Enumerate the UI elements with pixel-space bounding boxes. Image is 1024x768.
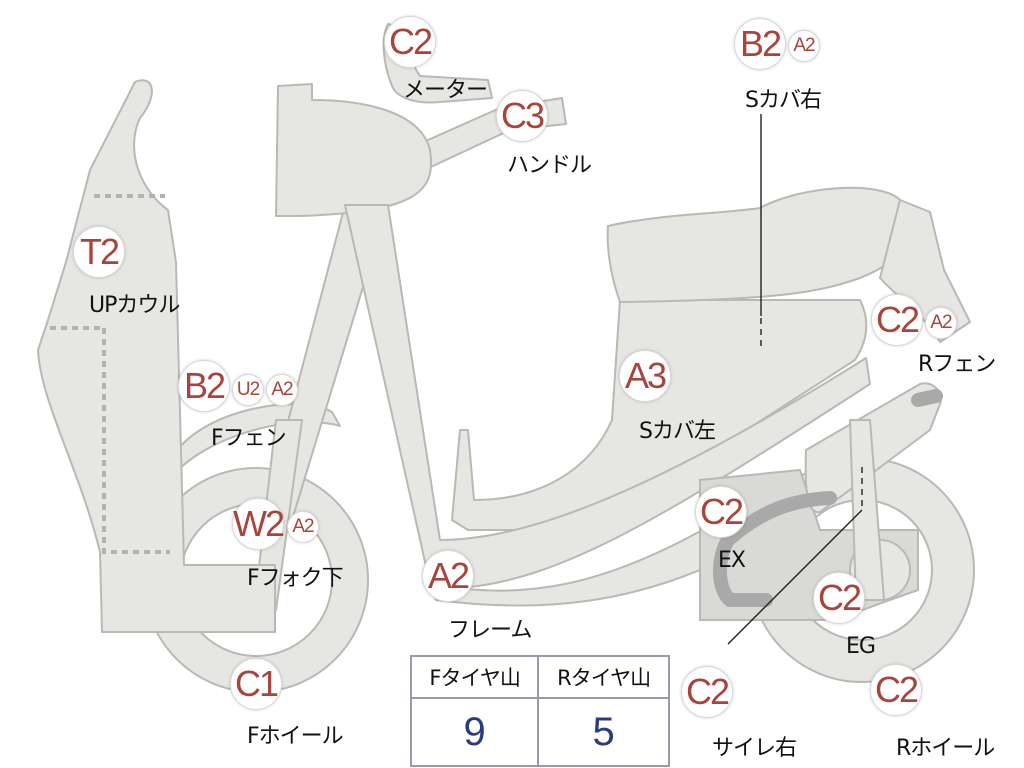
leader-muffler — [727, 509, 863, 645]
badge-rearwheel-c2: C2 — [870, 664, 922, 716]
label-front-wheel: Fホイール — [247, 724, 344, 749]
front-tire-header: Fタイヤ山 — [409, 655, 540, 699]
label-frame: フレーム — [448, 618, 532, 643]
label-rear-fender: Rフェン — [918, 352, 996, 377]
frame-shape — [344, 204, 871, 589]
label-meter: メーター — [403, 78, 488, 103]
badge-muffler-c2: C2 — [681, 666, 733, 718]
label-muffler-right: サイレ右 — [712, 736, 797, 761]
badge-frontfender-u2: U2 — [232, 374, 264, 406]
rear-arm-shape — [849, 419, 885, 601]
badge-frontfender-a2: A2 — [266, 374, 298, 406]
front-tire-value: 9 — [409, 697, 540, 767]
tire-table-header-row: Fタイヤ山 Rタイヤ山 — [409, 655, 670, 699]
badge-frame-a2: A2 — [422, 550, 474, 602]
badge-rearfender-c2: C2 — [871, 294, 923, 346]
muffler-pipe — [911, 389, 943, 407]
label-exhaust: EX — [718, 548, 746, 573]
badge-frontwheel-c1: C1 — [230, 658, 282, 710]
label-handle: ハンドル — [507, 153, 592, 178]
label-engine: EG — [846, 634, 876, 659]
badge-fork-w2: W2 — [232, 498, 285, 550]
label-front-fender: Fフェン — [211, 426, 287, 451]
badge-rearfender-a2: A2 — [925, 307, 957, 339]
label-side-cover-right: Sカバ右 — [745, 88, 822, 113]
cowl-seam — [50, 194, 170, 554]
badge-sideright-b2: B2 — [734, 18, 786, 70]
badge-sideleft-a3: A3 — [619, 350, 671, 402]
label-side-cover-left: Sカバ左 — [639, 419, 716, 444]
label-upper-cowl: UPカウル — [89, 293, 180, 318]
tire-tread-table: Fタイヤ山 Rタイヤ山 9 5 — [409, 655, 670, 767]
badge-sideright-a2: A2 — [788, 30, 820, 62]
rear-tire-value: 5 — [537, 697, 670, 767]
label-front-fork-lower: Fフォク下 — [247, 566, 344, 591]
badge-fork-a2: A2 — [287, 511, 319, 543]
badge-meter-c2: C2 — [384, 16, 436, 68]
badge-engine-c2: C2 — [813, 572, 865, 624]
exhaust-pipe — [712, 491, 837, 607]
badge-frontfender-b2: B2 — [178, 360, 230, 412]
badge-cowl-t2: T2 — [73, 226, 125, 278]
upper-cowl-shape — [37, 79, 276, 633]
label-rear-wheel: Rホイール — [896, 736, 995, 761]
badge-exhaust-c2: C2 — [695, 486, 747, 538]
muffler-shape — [804, 382, 942, 514]
rear-tire-header: Rタイヤ山 — [537, 655, 670, 699]
badge-handle-c3: C3 — [496, 90, 548, 142]
tire-table-value-row: 9 5 — [409, 697, 670, 767]
